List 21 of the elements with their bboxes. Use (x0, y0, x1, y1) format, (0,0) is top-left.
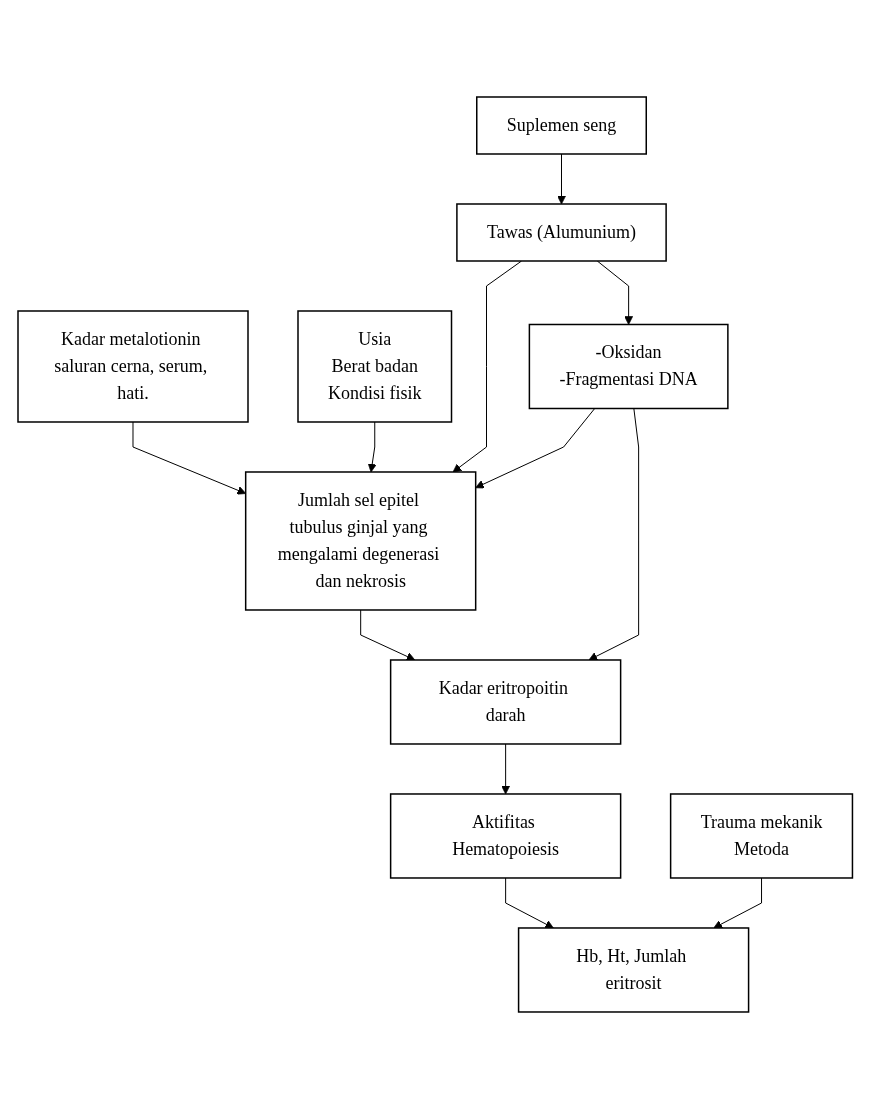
node-box: Aktifitas Hematopoiesis (389, 792, 622, 879)
arrow (596, 260, 633, 325)
node-box: Trauma mekanik Metoda (669, 792, 853, 879)
arrow (359, 609, 415, 661)
arrow (367, 421, 377, 472)
arrow (504, 877, 554, 928)
node-box: Usia Berat badan Kondisi fisik (297, 309, 453, 423)
arrow (132, 421, 246, 495)
arrow (452, 260, 522, 472)
node-box: -Oksidan -Fragmentasi DNA (528, 323, 729, 409)
node-box: Kadar eritropoitin darah (389, 658, 622, 745)
node-box: Suplemen seng (475, 95, 647, 155)
node-box: Hb, Ht, Jumlah eritrosit (517, 926, 750, 1013)
arrow (501, 743, 510, 794)
node-box: Tawas (Alumunium) (455, 202, 667, 262)
arrow (588, 407, 639, 660)
node-box: Jumlah sel epitel tubulus ginjal yang mengalami degenerasi dan nekrosis (244, 470, 477, 611)
arrow (475, 407, 595, 488)
arrow (713, 877, 762, 928)
node-box: Kadar metalotionin saluran cerna, serum, hati. (17, 309, 249, 423)
arrow (556, 153, 566, 204)
